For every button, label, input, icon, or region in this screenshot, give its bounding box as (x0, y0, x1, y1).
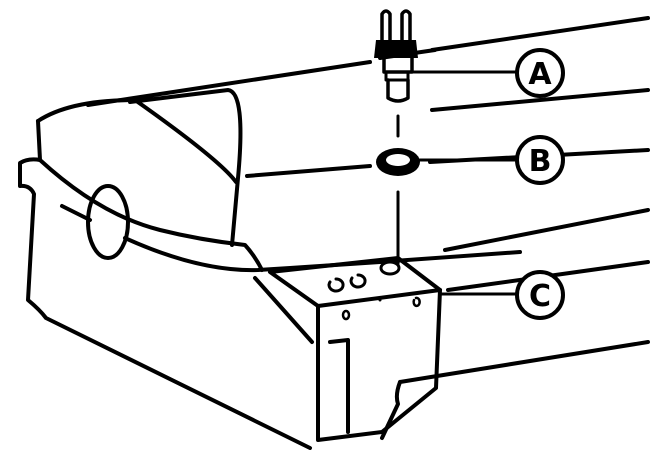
callout-c: C (515, 270, 565, 320)
callout-c-label: C (529, 279, 551, 314)
sensor-terminal-right (400, 9, 412, 42)
mounting-hole-3 (379, 260, 401, 276)
front-hole-right (412, 296, 421, 308)
callout-b-label: B (529, 144, 552, 179)
sensor (374, 9, 418, 103)
sensor-body (382, 56, 414, 74)
housing-diagonal-edge (253, 276, 314, 344)
washer-highlight (379, 163, 417, 169)
housing-cover-front (36, 98, 238, 184)
mounting-block-dividers (316, 298, 382, 342)
callout-a-label: A (528, 57, 552, 92)
callout-b-circle (515, 135, 565, 185)
housing-lower-edge (60, 204, 382, 273)
side-boss-circle (86, 184, 130, 260)
housing-lower-edge-right (378, 208, 650, 264)
housing-mid-edge (245, 148, 650, 178)
sensor-hex-nut (374, 40, 418, 58)
housing-top-edge-2 (430, 88, 650, 112)
callout-b: B (515, 135, 565, 185)
mounting-block-front (316, 288, 442, 442)
mounting-hole-1 (327, 277, 345, 293)
leader-lines (410, 70, 518, 296)
mounting-block-slot (328, 338, 350, 434)
mounting-block (268, 256, 442, 442)
sensor-probe (386, 78, 410, 103)
callout-a: A (515, 48, 565, 98)
sealing-washer (376, 148, 420, 176)
housing-bottom-edge (380, 340, 650, 440)
mounting-hole-2 (349, 273, 367, 289)
callout-c-circle (515, 270, 565, 320)
sensor-terminal-left (380, 9, 392, 42)
washer-hole (386, 154, 410, 166)
housing-left-side (18, 119, 312, 450)
housing-cover-outline (86, 60, 372, 247)
housing-top-edge-1 (378, 16, 650, 60)
housing-front-face (38, 158, 264, 272)
front-hole-left (341, 309, 351, 321)
callout-a-circle (515, 48, 565, 98)
